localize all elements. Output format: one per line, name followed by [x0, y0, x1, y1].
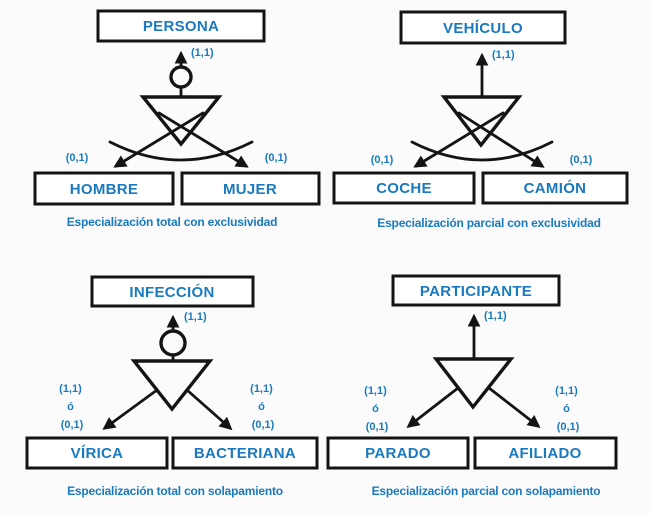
subtype-arrow-right-icon — [157, 111, 249, 168]
subtype-arrow-left-icon — [413, 111, 505, 168]
left-cardinality-stack: (1,1) ó (0,1) — [59, 383, 85, 431]
entity-label-left-child: HOMBRE — [70, 181, 138, 198]
left-cardinality-label: (0,1) — [371, 154, 394, 166]
subtype-arrow-right-icon — [457, 111, 545, 168]
entity-label-right-child: MUJER — [223, 181, 277, 198]
total-specialization-circle-icon — [159, 329, 187, 357]
entity-box-parent — [96, 9, 266, 43]
entity-label-parent: PARTICIPANTE — [420, 283, 532, 300]
specialization-triangle-icon — [130, 359, 214, 412]
entity-label-right-child: CAMIÓN — [524, 179, 587, 197]
exclusivity-arc-icon — [410, 140, 554, 162]
subtype-arrow-left-icon — [406, 386, 460, 428]
entity-label-left-child: COCHE — [376, 180, 432, 197]
diagram-caption: Especialización total con solapamiento — [67, 484, 283, 498]
subtype-arrow-right-icon — [185, 388, 233, 431]
exclusivity-arc-icon — [108, 140, 254, 162]
diagram-partial-overlap: PARTICIPANTE (1,1) (1,1) ó (0,1) (1,1) ó… — [326, 274, 618, 498]
entity-box-parent — [391, 274, 561, 307]
entity-box-left-child — [332, 171, 476, 205]
entity-label-parent: INFECCIÓN — [129, 283, 214, 301]
diagram-caption: Especialización total con exclusividad — [67, 215, 277, 229]
entity-box-right-child — [180, 171, 321, 206]
diagram-partial-exclusive: VEHÍCULO (1,1) (0,1) (0,1) COCHE CAMIÓN … — [332, 10, 629, 230]
entity-box-parent — [399, 10, 567, 45]
right-cardinality-label: (0,1) — [570, 154, 593, 166]
subtype-arrow-left-icon — [113, 111, 205, 168]
entity-label-left-child: PARADO — [365, 445, 431, 462]
entity-label-parent: PERSONA — [143, 18, 219, 35]
diagram-caption: Especialización parcial con exclusividad — [377, 216, 600, 230]
right-cardinality-label: (0,1) — [265, 152, 288, 164]
diagram-caption: Especialización parcial con solapamiento — [372, 484, 601, 498]
subtype-arrow-left-icon — [102, 388, 159, 430]
entity-label-right-child: AFILIADO — [508, 445, 581, 462]
parent-cardinality-label: (1,1) — [184, 311, 207, 323]
entity-label-right-child: BACTERIANA — [194, 445, 296, 462]
entity-box-left-child — [25, 436, 169, 470]
entity-box-parent — [90, 275, 255, 308]
entity-label-parent: VEHÍCULO — [443, 20, 523, 37]
entity-box-left-child — [33, 171, 175, 206]
parent-cardinality-label: (1,1) — [191, 47, 214, 59]
subtype-arrow-right-icon — [487, 386, 541, 428]
parent-cardinality-label: (1,1) — [484, 310, 507, 322]
diagram-total-exclusive: PERSONA (1,1) (0,1) (0,1) HOMBRE MUJER E… — [33, 9, 321, 229]
entity-box-right-child — [481, 171, 629, 205]
right-cardinality-stack: (1,1) ó (0,1) — [250, 383, 276, 431]
diagram-total-overlap: INFECCIÓN (1,1) (1,1) ó (0,1) (1,1) ó (0… — [25, 275, 319, 498]
specialization-triangle-icon — [432, 357, 515, 410]
entity-box-right-child — [171, 436, 319, 470]
parent-cardinality-label: (1,1) — [492, 49, 515, 61]
specialization-triangle-icon — [139, 95, 223, 147]
left-cardinality-label: (0,1) — [66, 152, 89, 164]
right-cardinality-stack: (1,1) ó (0,1) — [555, 385, 581, 433]
entity-box-right-child — [473, 436, 618, 470]
total-specialization-circle-icon — [169, 65, 193, 89]
entity-box-left-child — [326, 436, 470, 470]
specialization-triangle-icon — [440, 95, 523, 148]
left-cardinality-stack: (1,1) ó (0,1) — [364, 385, 390, 433]
entity-label-left-child: VÍRICA — [71, 445, 124, 462]
